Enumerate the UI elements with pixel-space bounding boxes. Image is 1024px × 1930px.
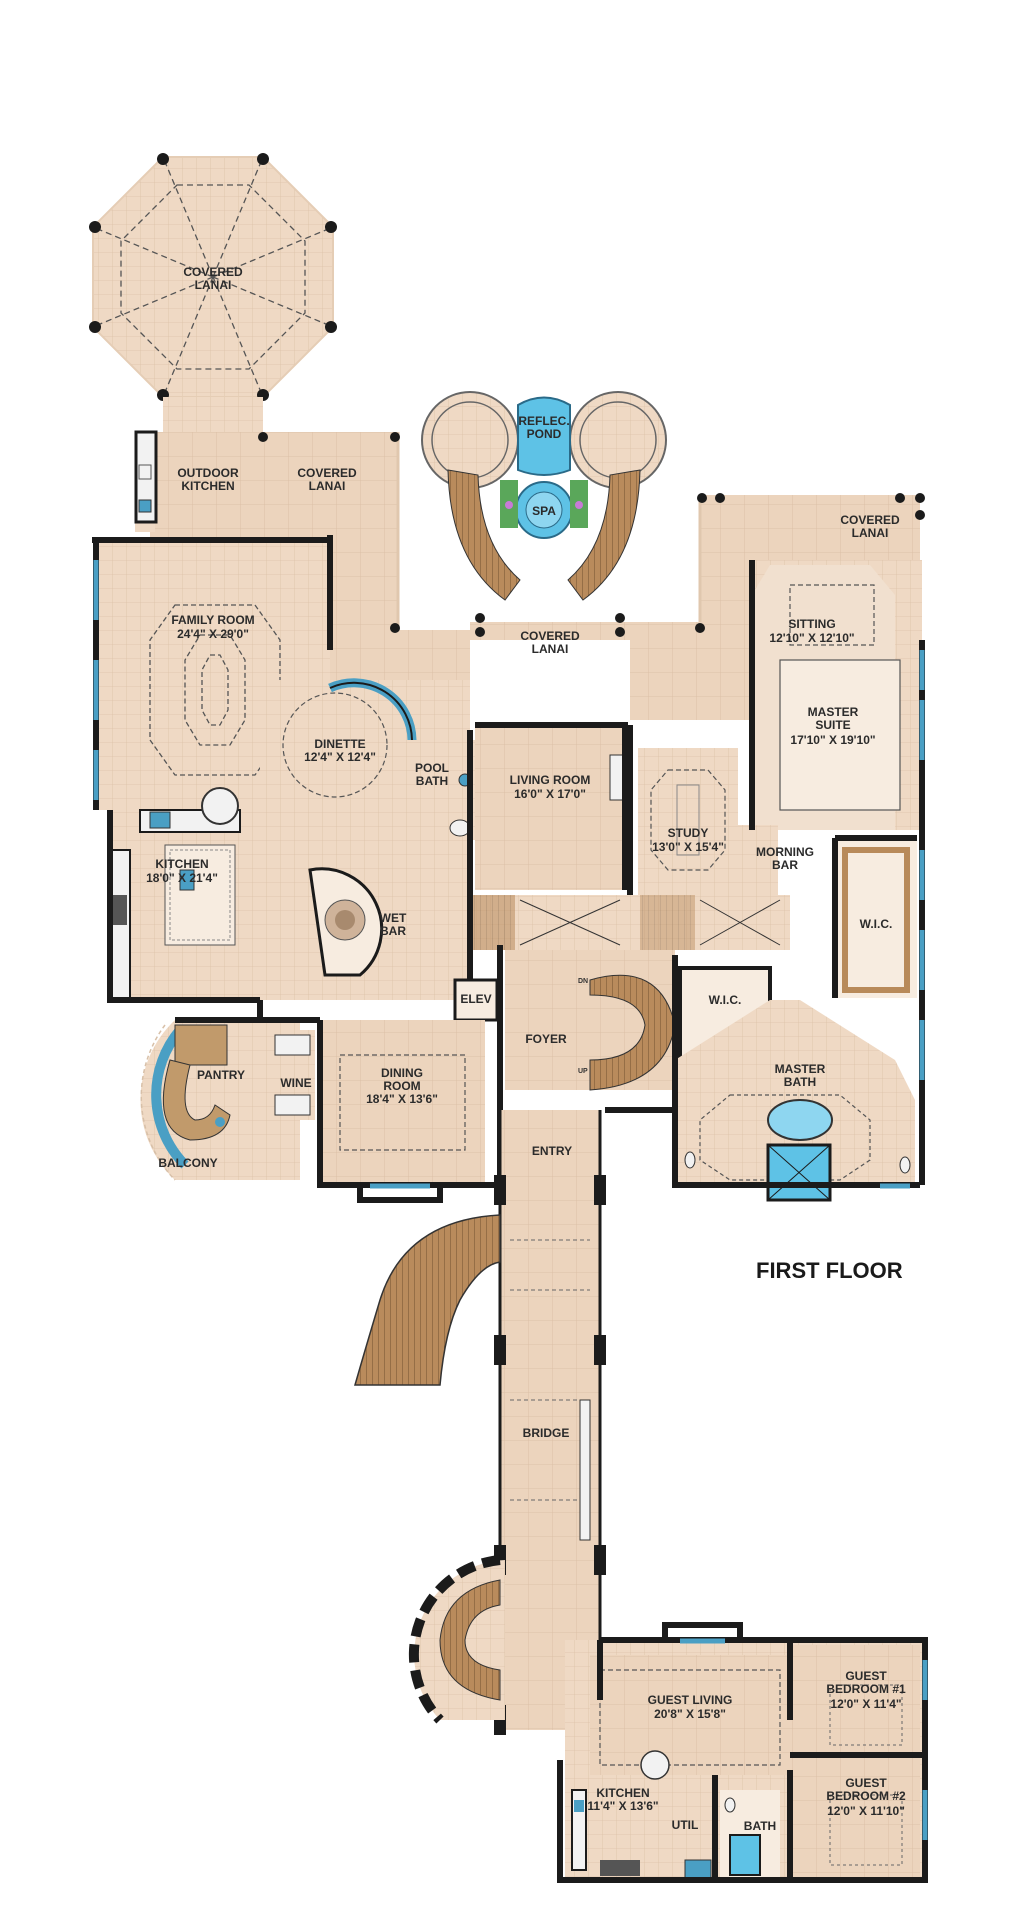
wine: [270, 1030, 315, 1120]
pantry-balcony: [140, 1020, 300, 1181]
lower-stair: [408, 1555, 505, 1724]
wic-right: [835, 838, 917, 998]
entry-stair: [354, 1214, 501, 1386]
label-study: STUDY: [668, 826, 709, 840]
label-dinette-dim: 12'4" X 12'4": [304, 750, 376, 764]
label-kitchen-dim: 18'0" X 21'4": [146, 871, 218, 885]
lanai-columns: [258, 432, 925, 637]
dining-room: [320, 1020, 485, 1185]
label-guest-bedroom-1-dim: 12'0" X 11'4": [830, 1697, 901, 1711]
label-kitchen: KITCHEN: [155, 857, 208, 871]
floor-title: FIRST FLOOR: [756, 1258, 903, 1283]
stair-dn-label: DN: [578, 978, 588, 985]
label-foyer: FOYER: [525, 1032, 567, 1046]
label-living-room: LIVING ROOM: [510, 773, 591, 787]
dinette: [282, 678, 417, 798]
outdoor-kitchen-counter: [134, 430, 158, 524]
label-spa: SPA: [532, 504, 556, 518]
label-elev: ELEV: [460, 992, 491, 1006]
reflecting-pond: [421, 391, 667, 601]
label-sitting: SITTING: [788, 617, 835, 631]
label-wic-1: W.I.C.: [860, 917, 893, 931]
label-util: UTIL: [672, 1818, 699, 1832]
foyer: DN UP: [505, 950, 676, 1091]
label-living-room-dim: 16'0" X 17'0": [514, 787, 586, 801]
main-house-walls: [92, 535, 925, 1203]
label-wic-2: W.I.C.: [709, 993, 742, 1007]
label-guest-kitchen: KITCHEN: [596, 1786, 649, 1800]
label-guest-bedroom-2-dim: 12'0" X 11'10": [827, 1804, 905, 1818]
label-bath: BATH: [744, 1819, 776, 1833]
wet-bar: [308, 867, 384, 977]
label-reflec-pond: REFLEC.POND: [518, 414, 569, 441]
label-family-room: FAMILY ROOM: [171, 613, 254, 627]
hall-crossing: [469, 895, 790, 950]
label-bridge: BRIDGE: [523, 1426, 570, 1440]
master-bath: [675, 966, 915, 1202]
label-family-room-dim: 24'4" X 29'0": [177, 627, 249, 641]
label-guest-kitchen-dim: 11'4" X 13'6": [587, 1799, 658, 1813]
label-balcony: BALCONY: [158, 1156, 217, 1170]
morning-bar: [738, 825, 778, 895]
lanai-connector: [163, 397, 263, 437]
living-room: [475, 728, 631, 890]
label-wine: WINE: [280, 1076, 311, 1090]
master-suite: [752, 560, 922, 830]
label-guest-living-dim: 20'8" X 15'8": [654, 1707, 726, 1721]
guest-house: [557, 1622, 928, 1883]
label-dining-room-dim: 18'4" X 13'6": [366, 1092, 438, 1106]
label-pantry: PANTRY: [197, 1068, 245, 1082]
label-guest-living: GUEST LIVING: [648, 1693, 733, 1707]
stair-up-label: UP: [578, 1068, 588, 1075]
label-master-suite-dim: 17'10" X 19'10": [790, 733, 875, 747]
study: [638, 748, 738, 898]
windows: [93, 560, 925, 1189]
label-entry: ENTRY: [532, 1144, 572, 1158]
label-sitting-dim: 12'10" X 12'10": [769, 631, 854, 645]
label-dinette: DINETTE: [314, 737, 365, 751]
label-study-dim: 13'0" X 15'4": [652, 840, 724, 854]
